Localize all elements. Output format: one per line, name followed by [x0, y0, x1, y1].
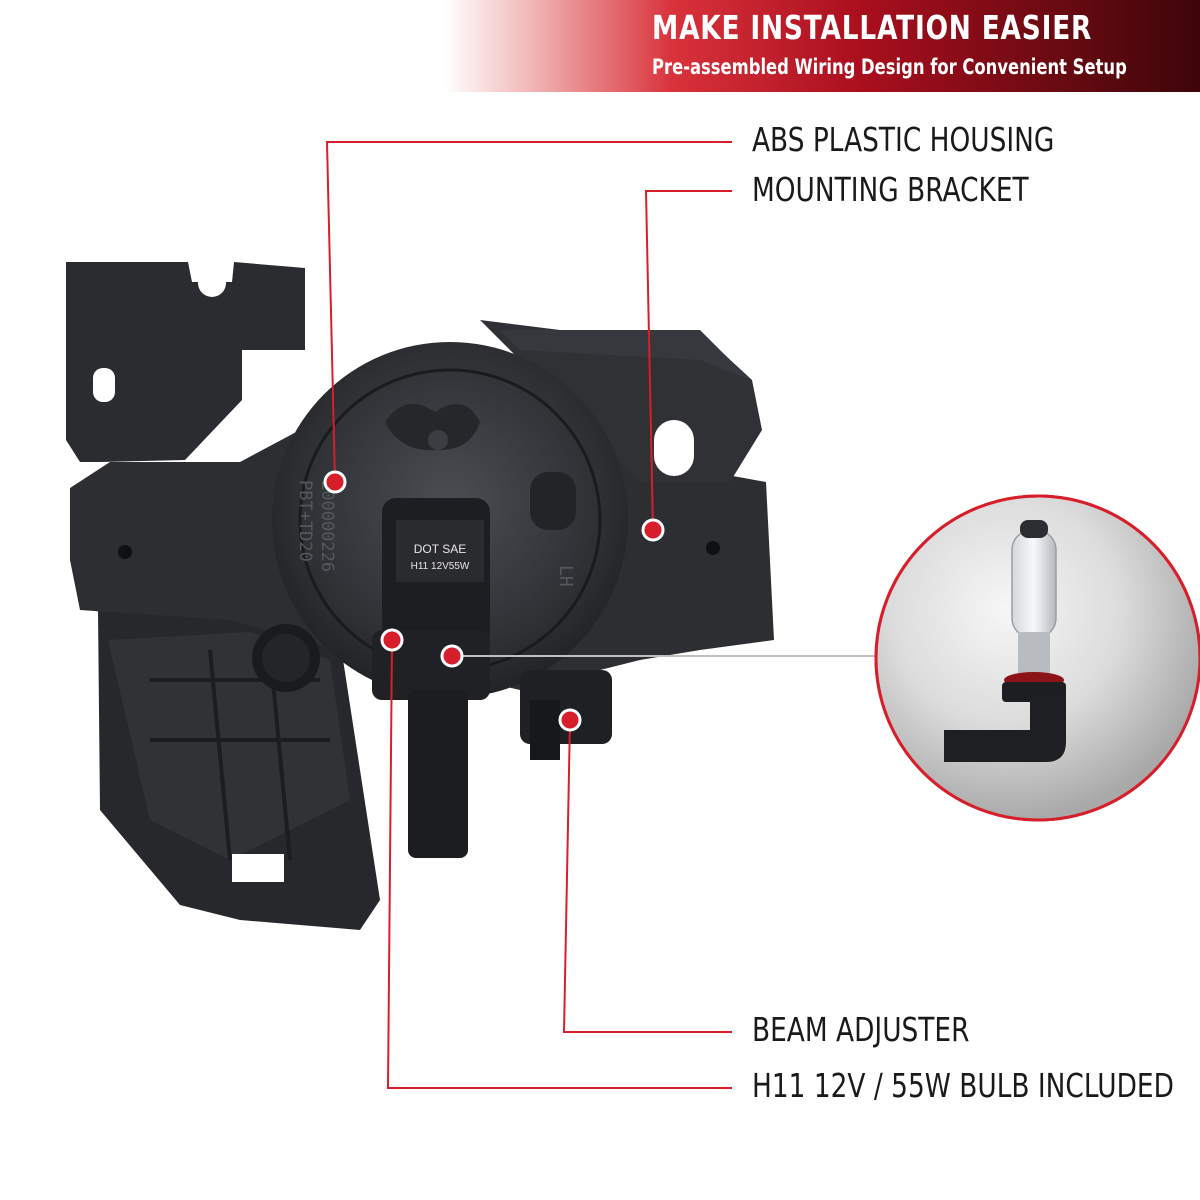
callout-beam-adjuster: BEAM ADJUSTER	[752, 1010, 970, 1049]
housing-code-text: L00000226	[317, 480, 337, 572]
bulb-label-line1: DOT SAE	[414, 542, 466, 556]
leader-lines	[325, 141, 875, 1089]
header-banner	[0, 0, 1200, 92]
callout-dots	[323, 470, 665, 732]
callout-abs-plastic-housing: ABS PLASTIC HOUSING	[752, 120, 1055, 159]
callout-bulb-included: H11 12V / 55W BULB INCLUDED	[752, 1066, 1174, 1105]
housing-material-text: PBT+TD20	[295, 480, 315, 562]
bulb-connector: DOT SAE H11 12V55W	[372, 498, 490, 858]
left-bracket	[66, 262, 305, 462]
callout-mounting-bracket: MOUNTING BRACKET	[752, 170, 1029, 209]
bulb-label-line2: H11 12V55W	[411, 561, 470, 572]
right-bracket	[480, 320, 762, 482]
banner-subtitle: Pre-assembled Wiring Design for Convenie…	[652, 55, 1127, 79]
housing-side-text: LH	[555, 565, 576, 587]
bulb-inset	[874, 494, 1200, 822]
beam-adjuster-part	[520, 670, 612, 760]
banner-title: MAKE INSTALLATION EASIER	[652, 8, 1093, 47]
